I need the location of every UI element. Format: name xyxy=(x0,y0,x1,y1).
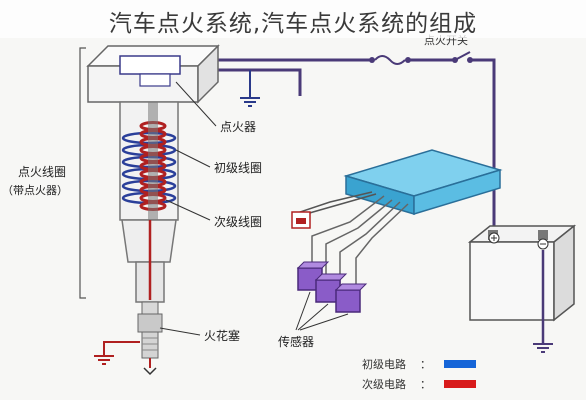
callout-lines xyxy=(159,81,217,336)
label-igniter: 点火器 xyxy=(220,120,256,134)
ignition-switch xyxy=(369,51,473,65)
igniter-connector xyxy=(291,211,311,229)
legend-item-secondary: 次级电路 ： xyxy=(362,377,476,391)
sensors xyxy=(296,261,368,313)
label-sensors: 传感器 xyxy=(278,334,314,349)
sensor-2 xyxy=(314,273,348,303)
legend-secondary-label: 次级电路 xyxy=(362,377,406,391)
spark-plug xyxy=(137,301,163,376)
igniter-ground-icon xyxy=(240,70,260,107)
legend-secondary-sep: ： xyxy=(420,378,431,391)
legend: 初级电路 ： 次级电路 ： xyxy=(362,357,476,391)
ecu-to-sensors-wires xyxy=(311,195,409,292)
battery xyxy=(467,224,577,322)
legend-primary-swatch xyxy=(444,360,476,368)
ecu-unit xyxy=(343,149,503,216)
label-secondary-coil: 次级线圈 xyxy=(214,215,262,229)
legend-primary-sep: ： xyxy=(420,358,431,371)
label-ignition-coil-with-igniter: （带点火器） xyxy=(2,184,68,197)
page-title: 汽车点火系统,汽车点火系统的组成 xyxy=(108,11,478,37)
ignition-coil-bracket xyxy=(79,47,86,299)
title-band xyxy=(0,0,586,38)
battery-ground-icon xyxy=(533,250,553,353)
sensor-3 xyxy=(334,283,368,313)
label-primary-coil: 初级线圈 xyxy=(214,161,262,175)
label-ignition-coil: 点火线圈 xyxy=(18,165,66,179)
legend-item-primary: 初级电路 ： xyxy=(362,357,476,371)
spark-plug-ground-icon xyxy=(94,341,140,365)
sensor-pointer-lines xyxy=(295,291,349,331)
legend-secondary-swatch xyxy=(444,380,476,388)
ignition-coil xyxy=(86,44,220,303)
legend-primary-label: 初级电路 xyxy=(362,357,406,371)
primary-circuit-wiring xyxy=(218,58,496,232)
label-spark-plug: 火花塞 xyxy=(204,328,240,343)
